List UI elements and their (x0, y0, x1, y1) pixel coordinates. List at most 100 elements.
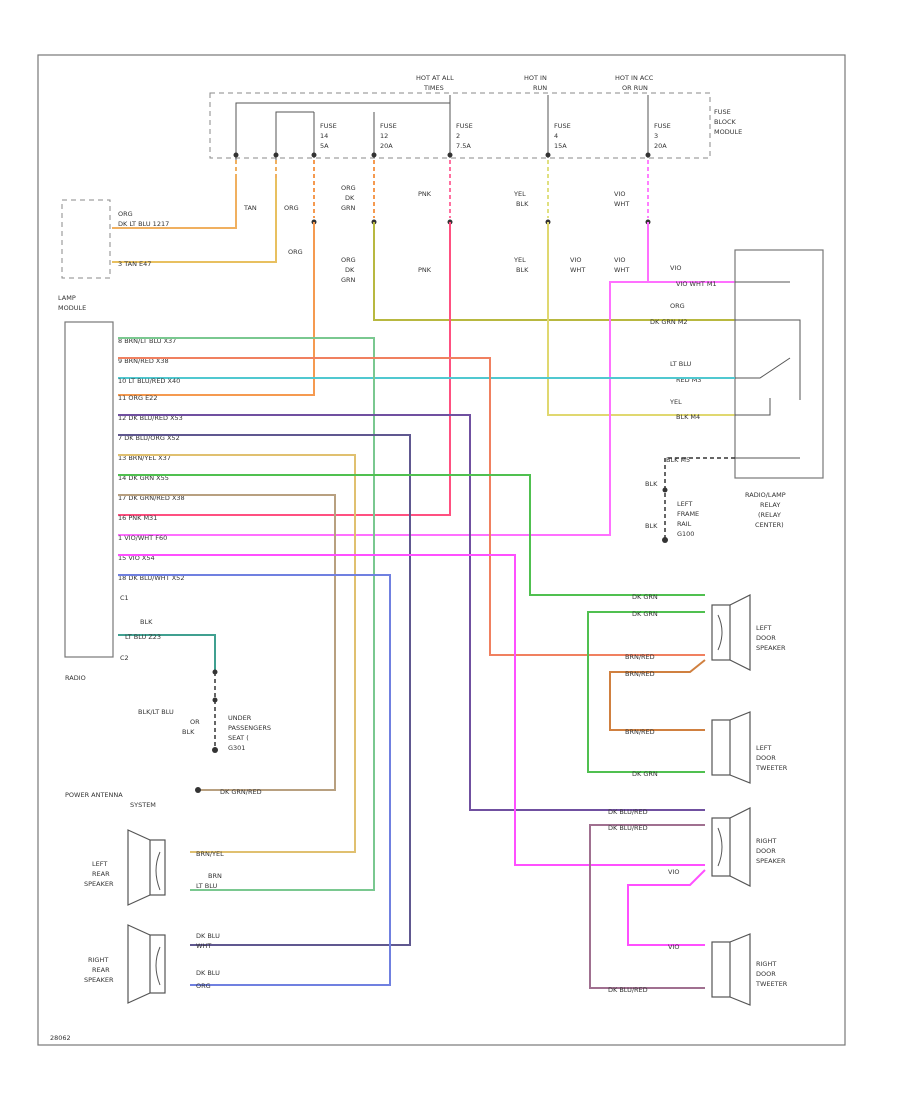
splice-dot (233, 152, 239, 158)
rds-label-1: RIGHT (756, 837, 776, 845)
relay-label-3: (RELAY (758, 511, 781, 519)
label-blk-2: BLK (516, 266, 529, 274)
pin-13: 13 BRN/YEL X37 (118, 454, 171, 462)
wire-brn-ltblu (118, 337, 375, 891)
fuse-12-name: FUSE (380, 122, 397, 130)
ldt-body (711, 719, 731, 776)
pin-18: 18 DK BLU/WHT X52 (118, 574, 184, 582)
label-tan: TAN (243, 204, 257, 212)
fuse-4-name: FUSE (554, 122, 571, 130)
relay-pin-m1: VIO WHT M1 (676, 280, 717, 288)
ldt-wire-2: BRN/RED (625, 728, 655, 736)
label-org-v: ORG (284, 204, 299, 212)
radio-label: RADIO (65, 674, 86, 682)
relay-contact-2 (735, 319, 801, 400)
pin-16: 16 PNK M31 (118, 514, 157, 522)
c2-blk: BLK (140, 618, 153, 626)
label-wht-1: WHT (614, 200, 629, 208)
relay-label-2: RELAY (760, 501, 780, 509)
ground-wire-3: BLK (182, 728, 195, 736)
fuse-2: FUSE 2 7.5A (456, 122, 473, 150)
fuse-3-name: FUSE (654, 122, 671, 130)
wire-org-dklt-blu (112, 178, 237, 229)
label-tan-line: 3 TAN E47 (118, 260, 151, 268)
rdt-label-3: TWEETER (755, 980, 788, 988)
label-pnk-1: PNK (418, 190, 432, 198)
rds-label-3: SPEAKER (756, 857, 786, 865)
diagram-code: 28062 (50, 1034, 71, 1042)
lds-label-1: LEFT (756, 624, 771, 632)
splice-dot (212, 697, 218, 703)
wire-org-dkgrn (373, 222, 735, 321)
rdt-wire-1: VIO (668, 943, 679, 951)
lrs-label-1: LEFT (92, 860, 107, 868)
fuse-4-rating: 15A (554, 142, 567, 150)
wire-dkblu-red (118, 414, 705, 811)
fuse-block-label-2: BLOCK (714, 118, 737, 126)
fuse-block-label-3: MODULE (714, 128, 742, 136)
label-org-dkgrn-5: DK (345, 266, 355, 274)
rdt-cone (729, 933, 751, 1006)
left-rear-speaker (127, 829, 166, 906)
wire-vio (118, 554, 705, 866)
label-pnk-2: PNK (418, 266, 432, 274)
wire-dkgrn (118, 474, 705, 596)
left-door-tweeter (711, 711, 751, 784)
pin-8: 8 BRN/LT BLU X37 (118, 337, 176, 345)
lrs-coil (155, 851, 161, 891)
label-org-2: ORG (288, 248, 303, 256)
fuse-block-label-1: FUSE (714, 108, 731, 116)
rds-coil (717, 827, 723, 867)
left-frame-3: RAIL (677, 520, 692, 528)
relay-label-1: RADIO/LAMP (745, 491, 786, 499)
power-antenna-connector (195, 787, 201, 793)
relay-switch (735, 357, 791, 379)
rrs-wire-3: DK BLU (196, 969, 220, 977)
ground-loc-1: UNDER (228, 714, 252, 722)
splice-dot (273, 152, 279, 158)
c1-label: C1 (120, 594, 129, 602)
rdt-label-2: DOOR (756, 970, 776, 978)
diagram-frame (37, 54, 846, 1046)
wire-dkblu-org (118, 434, 411, 946)
lrs-body (149, 839, 166, 896)
relay-contact-3 (735, 398, 771, 416)
lds-label-2: DOOR (756, 634, 776, 642)
relay-pin-m2: DK GRN M2 (650, 318, 688, 326)
wire-brn-red (118, 357, 705, 656)
hot-all-times-label-2: TIMES (423, 84, 444, 92)
label-yel-2: YEL (513, 256, 526, 264)
c2-label: C2 (120, 654, 129, 662)
label-wht-2: WHT (570, 266, 585, 274)
hot-in-run-label: HOT IN (524, 74, 547, 82)
rds-label-2: DOOR (756, 847, 776, 855)
pin-1: 1 VIO/WHT F60 (118, 534, 167, 542)
ground-wire-1: BLK/LT BLU (138, 708, 174, 716)
ldt-cone (729, 711, 751, 784)
rrs-wire-4: ORG (196, 982, 211, 990)
power-antenna-label-1: POWER ANTENNA (65, 791, 123, 799)
wire-rds-dkblured-loop (589, 824, 705, 989)
rrs-cone (127, 924, 151, 1004)
pin-9: 9 BRN/RED X38 (118, 357, 169, 365)
rrs-coil (155, 946, 161, 986)
ground-loc-3: SEAT ( (228, 734, 249, 742)
rds-wire-3: VIO (668, 868, 679, 876)
fuse-14: FUSE 14 5A (320, 122, 337, 150)
label-org-dkgrn-2: DK (345, 194, 355, 202)
wire-lds-brnred-loop (609, 659, 706, 731)
fuse-4: FUSE 4 15A (554, 122, 571, 150)
rrs-wire-1: DK BLU (196, 932, 220, 940)
wire-vio-relay (647, 222, 735, 283)
wire-yel-blk (547, 222, 735, 416)
c2-ltblu: LT BLU Z23 (125, 633, 161, 641)
lamp-switch-outline (61, 199, 111, 279)
left-door-speaker (711, 594, 751, 671)
rdt-wire-2: DK BLU/RED (608, 986, 648, 994)
ldt-wire-1: BRN/RED (625, 670, 655, 678)
fuse-4-num: 4 (554, 132, 558, 140)
relay-pin-m5: BLK M5 (666, 456, 690, 464)
wire-lds-dkgrn-loop (587, 611, 705, 773)
right-rear-speaker (127, 924, 166, 1004)
relay-top-ltblu: LT BLU (670, 360, 692, 368)
